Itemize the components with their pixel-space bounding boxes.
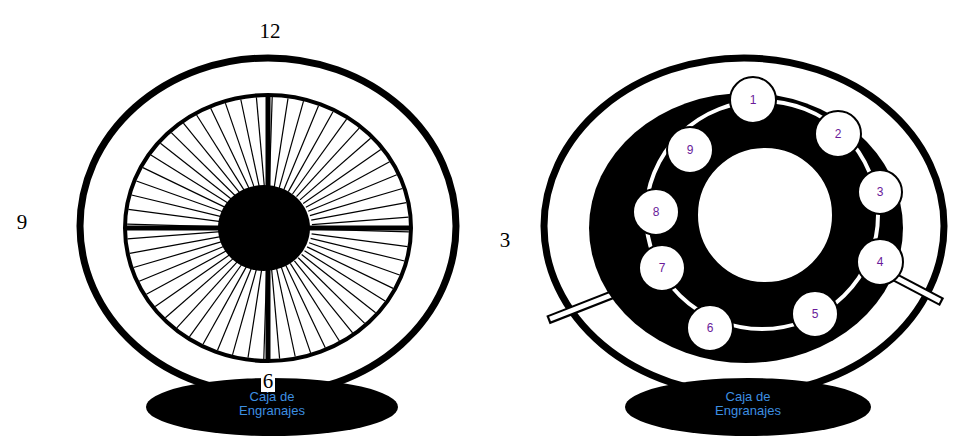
outer-rim [544, 58, 944, 394]
clock-position-label: 12 [258, 20, 283, 42]
dark-ring [589, 93, 903, 363]
callout-number: 8 [653, 205, 660, 219]
callout-number: 9 [687, 143, 694, 157]
numbered-circle: 6 [686, 304, 734, 352]
spoke [241, 100, 260, 188]
spoke [128, 209, 224, 222]
base-label: Caja de Engranajes [227, 390, 317, 418]
spoke [312, 234, 408, 247]
numbered-circle: 7 [638, 244, 686, 292]
spoke [233, 268, 257, 355]
spoke [279, 101, 303, 188]
hub [218, 185, 310, 271]
numbered-circle: 1 [729, 76, 777, 124]
track [646, 101, 878, 329]
spoke [311, 238, 405, 261]
spoke [197, 115, 246, 193]
spoke [303, 149, 381, 203]
spoke [139, 245, 228, 282]
center-disc [697, 147, 833, 283]
outer-rim [80, 58, 456, 394]
spoke [183, 123, 241, 195]
spoke [155, 253, 233, 307]
numbered-circle: 2 [814, 110, 862, 158]
spoke [132, 195, 226, 218]
spoke [256, 97, 264, 187]
numbered-circle: 5 [791, 290, 839, 338]
spoke [294, 261, 352, 333]
clock-position-label: 9 [15, 211, 30, 233]
spoke [248, 269, 262, 358]
spoke [274, 98, 288, 187]
spoke [128, 231, 225, 238]
callout-number: 2 [835, 127, 842, 141]
spoke [130, 236, 225, 253]
spoke [211, 108, 250, 190]
numbered-circle: 4 [856, 238, 904, 286]
clock-position-label: 6 [261, 370, 276, 392]
callout-number: 4 [877, 255, 884, 269]
spoke [307, 247, 393, 289]
spoke [286, 266, 325, 348]
callout-number: 3 [877, 185, 884, 199]
spoke [203, 264, 248, 344]
spoke [272, 269, 280, 359]
base-label: Caja de Engranajes [703, 390, 793, 418]
callout-number: 5 [812, 307, 819, 321]
spoke [288, 112, 333, 192]
callout-number: 1 [750, 93, 757, 107]
gearbox-base: Caja de Engranajes [625, 378, 871, 436]
spoke [290, 263, 339, 341]
callout-number: 6 [707, 321, 714, 335]
clock-position-label: 3 [498, 229, 513, 251]
spoke [312, 217, 409, 224]
spoke [308, 175, 397, 212]
spoke [277, 268, 296, 356]
inner-rim [125, 95, 411, 361]
spoke [143, 168, 229, 210]
spoke [311, 203, 406, 220]
numbered-circle: 9 [666, 126, 714, 174]
callout-number: 7 [659, 261, 666, 275]
numbered-circle: 8 [632, 188, 680, 236]
spoke [306, 162, 390, 208]
numbered-circle: 3 [857, 169, 903, 215]
spoke [146, 249, 230, 294]
